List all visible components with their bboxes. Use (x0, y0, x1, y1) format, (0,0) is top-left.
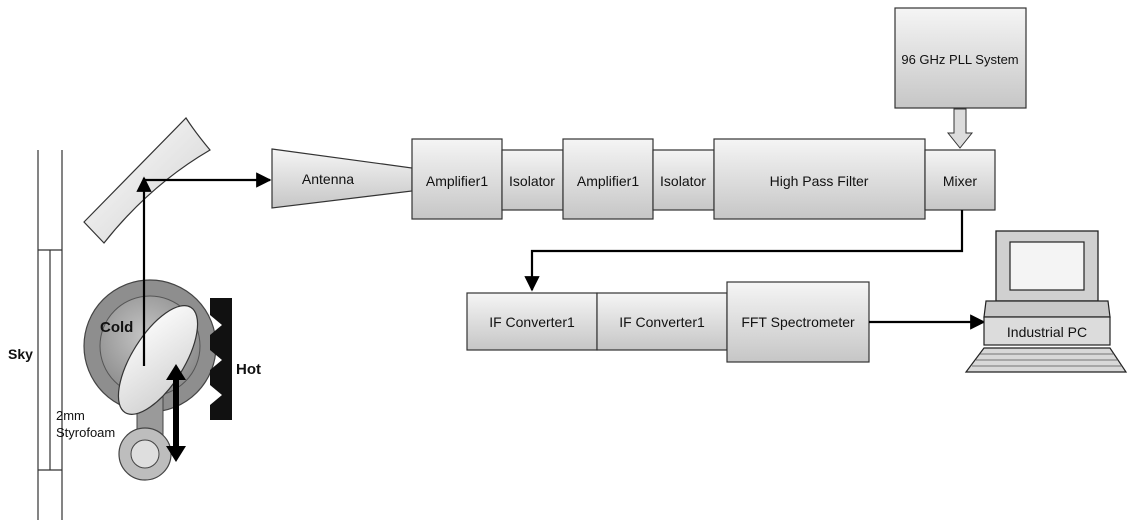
pll-system-block (894, 7, 1027, 109)
mixer-label: Mixer (943, 173, 978, 189)
hot-label: Hot (236, 361, 261, 378)
styrofoam-label-line2: Styrofoam (56, 425, 115, 440)
motion-double-arrow (166, 364, 186, 462)
if-converter-block-2 (596, 292, 728, 351)
sky-label: Sky (8, 346, 33, 362)
styrofoam-label-line1: 2mm (56, 408, 85, 423)
isolator-block-2 (652, 149, 715, 211)
isolator-2-label: Isolator (660, 173, 706, 189)
if-converter-2-label: IF Converter1 (619, 314, 705, 330)
industrial-pc-icon (964, 230, 1128, 373)
antenna-label: Antenna (302, 171, 354, 187)
isolator-1-label: Isolator (509, 173, 555, 189)
amplifier-block-2 (562, 138, 654, 220)
fft-spectrometer-block (726, 281, 870, 363)
cold-label: Cold (100, 319, 133, 336)
amplifier-1-label: Amplifier1 (426, 173, 488, 189)
amplifier-block-1 (411, 138, 503, 220)
calibration-wheel (83, 279, 217, 481)
amplifier-2-label: Amplifier1 (577, 173, 639, 189)
mixer-block (924, 149, 996, 211)
fft-spectrometer-label: FFT Spectrometer (741, 314, 855, 330)
if-converter-block-1 (466, 292, 598, 351)
industrial-pc-label: Industrial PC (1007, 324, 1087, 340)
if-converter-1-label: IF Converter1 (489, 314, 575, 330)
mixer-to-if-line (524, 210, 964, 292)
if-chain (466, 281, 870, 363)
sky-window (37, 150, 63, 520)
rf-chain (411, 138, 996, 220)
high-pass-filter-label: High Pass Filter (770, 173, 869, 189)
pll-to-mixer-arrow (946, 108, 974, 149)
isolator-block-1 (501, 149, 564, 211)
hot-load-absorber (210, 298, 232, 420)
pll-system-label: 96 GHz PLL System (901, 52, 1018, 67)
